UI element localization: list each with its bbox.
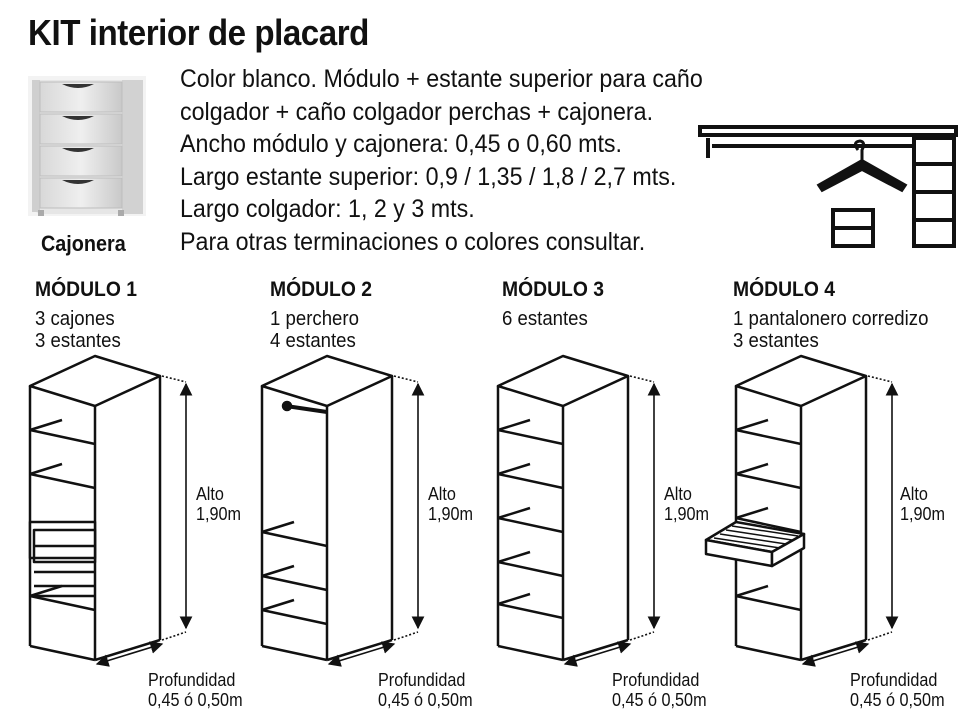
module-4-title: MÓDULO 4	[733, 278, 835, 301]
module-1-title: MÓDULO 1	[35, 278, 137, 301]
module-1-line: 3 cajones	[35, 308, 115, 330]
module-3-title: MÓDULO 3	[502, 278, 604, 301]
cajonera-photo	[28, 76, 146, 216]
description-line: Color blanco. Módulo + estante superior …	[180, 65, 703, 93]
module-4-drawing	[734, 354, 868, 662]
module-3-dimensions	[563, 375, 661, 667]
module-1-drawing	[28, 354, 162, 662]
module-2-dimensions	[327, 375, 425, 667]
description-line: Largo estante superior: 0,9 / 1,35 / 1,8…	[180, 162, 677, 191]
module-2-line: 1 perchero	[270, 308, 359, 330]
sliding-pants-rack	[704, 520, 806, 568]
description-line: Largo colgador: 1, 2 y 3 mts.	[180, 195, 475, 224]
description-line: colgador + caño colgador perchas + cajon…	[180, 97, 654, 126]
description-line: Para otras terminaciones o colores consu…	[180, 227, 646, 256]
module-4-line: 1 pantalonero corredizo	[733, 308, 929, 330]
module-3-line: 6 estantes	[502, 308, 588, 330]
module-4-dimensions	[801, 375, 899, 667]
product-description: Color blanco. Módulo + estante superior …	[180, 63, 703, 259]
module-2-drawing	[260, 354, 394, 662]
closet-kit-icon	[698, 125, 958, 248]
page-title: KIT interior de placard	[28, 12, 369, 53]
module-1-line: 3 estantes	[35, 330, 121, 352]
description-line: Ancho módulo y cajonera: 0,45 o 0,60 mts…	[180, 130, 623, 159]
module-3-drawing	[496, 354, 630, 662]
cajonera-label: Cajonera	[41, 231, 126, 256]
module-4-line: 3 estantes	[733, 330, 819, 352]
module-1-dimensions	[95, 375, 193, 667]
module-2-title: MÓDULO 2	[270, 278, 372, 301]
module-2-line: 4 estantes	[270, 330, 356, 352]
